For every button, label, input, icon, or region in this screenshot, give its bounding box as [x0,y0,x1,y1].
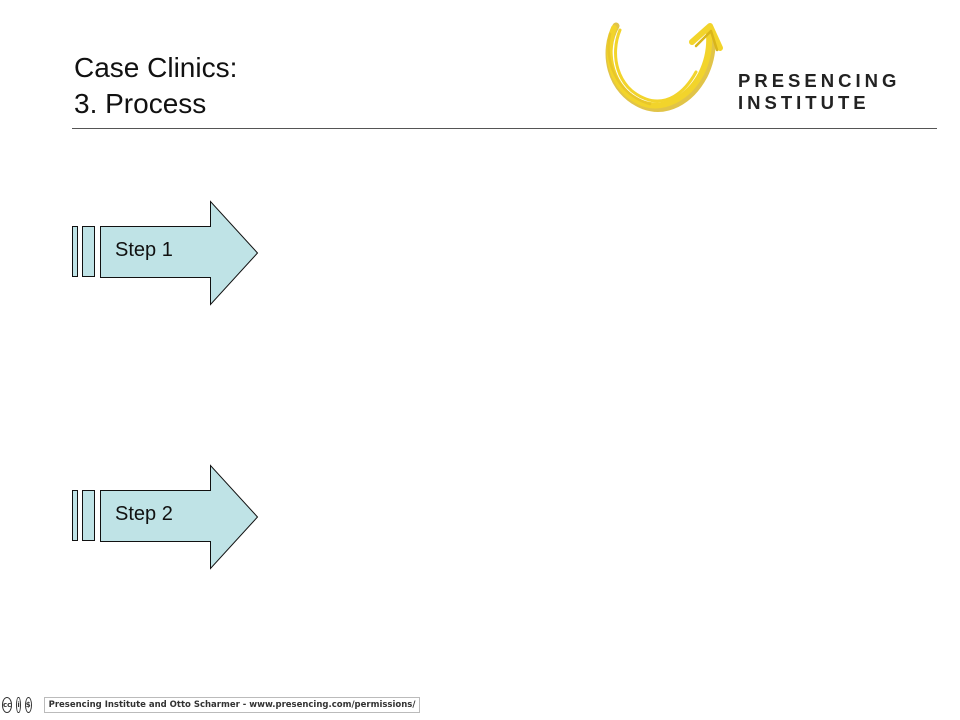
logo-line-1: PRESENCING [738,70,901,91]
page-title: Case Clinics: 3. Process [74,50,237,122]
license-text: Presencing Institute and Otto Scharmer -… [43,697,421,713]
attribution-icon: i [16,697,21,713]
title-divider [72,128,937,129]
title-line-2: 3. Process [74,88,207,119]
presencing-logo-text: PRESENCING INSTITUTE [738,70,900,114]
step-label: Step 2 [115,503,173,525]
cc-icon: cc [2,697,13,713]
step-arrow-1: Step 1 [70,200,260,306]
striped-arrow-icon [72,200,259,306]
step-label: Step 1 [115,239,173,261]
logo-line-2: INSTITUTE [738,92,870,113]
striped-arrow-icon [72,464,259,570]
presencing-logo-mark [600,20,730,115]
license-footer: cc i $ Presencing Institute and Otto Sch… [0,694,421,716]
noncommercial-icon: $ [24,697,32,713]
u-arrow-logo-icon [605,22,723,112]
title-line-1: Case Clinics: [74,52,238,83]
step-arrow-2: Step 2 [70,464,260,570]
